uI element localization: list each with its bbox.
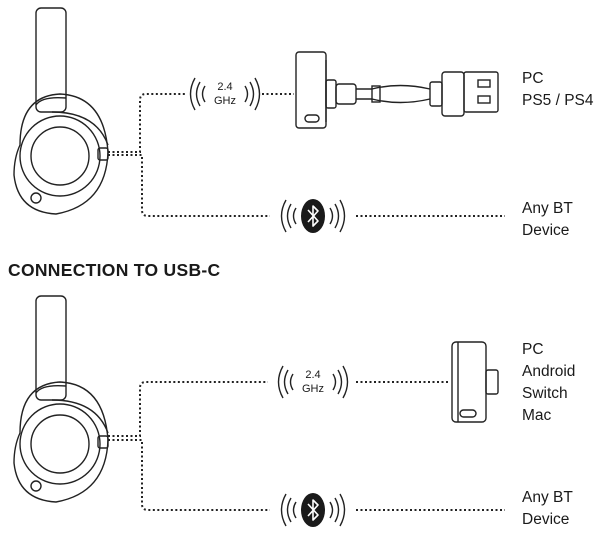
wireless-band-unit: GHz <box>302 383 324 395</box>
wireless-band-value: 2.4 <box>305 369 320 381</box>
wireless-link-line <box>108 381 268 437</box>
bluetooth-target-label: Any BT <box>522 200 573 217</box>
wireless-target-label: PC <box>522 341 544 358</box>
wireless-band-value: 2.4 <box>217 81 232 93</box>
top-connection: 2.4 GHz PC PS5 / PS4 Any BT De <box>13 7 594 239</box>
bluetooth-target-label: Device <box>522 222 569 239</box>
bluetooth-target-label: Device <box>522 511 569 528</box>
wireless-target-label: PS5 / PS4 <box>522 92 594 109</box>
usb-a-dongle-icon <box>295 51 499 129</box>
bluetooth-icon <box>280 198 346 234</box>
wireless-link-line <box>108 93 186 153</box>
bluetooth-icon <box>280 492 346 528</box>
usb-c-dongle-icon <box>451 341 499 423</box>
wireless-target-label: PC <box>522 70 544 87</box>
wireless-target-label: Android <box>522 363 575 380</box>
headset-icon <box>13 295 109 503</box>
section-heading: CONNECTION TO USB-C <box>8 260 221 280</box>
bluetooth-link-line <box>108 154 270 217</box>
bottom-connection: 2.4 GHz PC Android Switch Mac Any BT Dev… <box>13 295 575 528</box>
wireless-target-label: Switch <box>522 385 568 402</box>
bluetooth-link-line <box>108 439 270 511</box>
wireless-band-unit: GHz <box>214 95 236 107</box>
bluetooth-target-label: Any BT <box>522 489 573 506</box>
headset-icon <box>13 7 109 215</box>
wireless-target-label: Mac <box>522 407 552 424</box>
